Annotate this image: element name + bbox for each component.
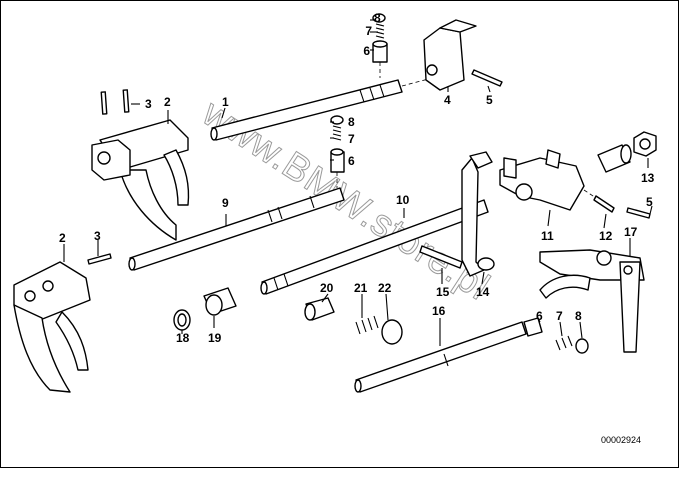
diagram-code: 00002924 xyxy=(601,435,641,445)
part-label-10: 10 xyxy=(396,193,410,207)
bushing-19 xyxy=(203,287,237,316)
pin-5-upper xyxy=(471,69,503,87)
part-label-19: 19 xyxy=(208,331,222,345)
part-label-14: 14 xyxy=(476,285,490,299)
part-label-5: 5 xyxy=(486,93,493,107)
part-label-15: 15 xyxy=(436,285,450,299)
selector-block-4 xyxy=(423,19,477,91)
selector-fork-17 xyxy=(539,249,645,353)
shift-rod-10 xyxy=(260,199,489,295)
part-label-2: 2 xyxy=(164,95,171,109)
detent-middle xyxy=(330,115,345,188)
bushing xyxy=(597,144,632,173)
part-label-16: 16 xyxy=(432,304,446,318)
part-label-8: 8 xyxy=(348,115,355,129)
part-label-17: 17 xyxy=(624,225,638,239)
part-label-3: 3 xyxy=(94,229,101,243)
part-label-8: 8 xyxy=(575,309,582,323)
part-label-1: 1 xyxy=(222,95,229,109)
detent-bottom xyxy=(523,317,589,354)
shift-rod-9 xyxy=(128,187,345,271)
part-label-7: 7 xyxy=(365,24,372,38)
part-label-12: 12 xyxy=(599,229,613,243)
ring-18 xyxy=(173,309,191,331)
pin-12 xyxy=(583,189,615,213)
detent-upper xyxy=(372,13,388,78)
selector-fork-upper xyxy=(91,119,190,241)
detent-20-21-22 xyxy=(304,297,403,345)
part-label-7: 7 xyxy=(348,132,355,146)
part-label-2: 2 xyxy=(59,231,66,245)
part-label-8: 8 xyxy=(374,11,381,25)
pins-3-upper xyxy=(100,89,130,115)
part-label-11: 11 xyxy=(541,229,554,243)
part-label-22: 22 xyxy=(378,281,392,295)
leader-lines xyxy=(63,19,653,346)
nut-13 xyxy=(633,131,657,157)
part-label-6: 6 xyxy=(348,154,355,168)
part-label-7: 7 xyxy=(556,309,563,323)
part-label-9: 9 xyxy=(222,196,229,210)
selector-fork-lower xyxy=(13,261,91,393)
pin-15 xyxy=(419,245,463,269)
part-labels: 8 7 6 4 5 3 2 1 8 7 6 13 5 9 10 11 12 17… xyxy=(59,11,655,345)
part-label-13: 13 xyxy=(641,171,655,185)
shift-rod-16 xyxy=(354,321,527,393)
part-label-5: 5 xyxy=(646,195,653,209)
lever-14 xyxy=(461,151,495,277)
pin-5-right xyxy=(626,207,651,219)
part-label-6: 6 xyxy=(363,44,370,58)
part-label-20: 20 xyxy=(320,281,334,295)
selector-lever-11 xyxy=(499,149,585,211)
shift-rod-1 xyxy=(210,77,433,141)
pin-3-lower xyxy=(87,253,112,265)
diagram-frame xyxy=(0,0,679,468)
part-label-3: 3 xyxy=(145,97,152,111)
part-label-18: 18 xyxy=(176,331,190,345)
part-label-4: 4 xyxy=(444,93,451,107)
part-label-21: 21 xyxy=(354,281,368,295)
part-label-6: 6 xyxy=(536,309,543,323)
